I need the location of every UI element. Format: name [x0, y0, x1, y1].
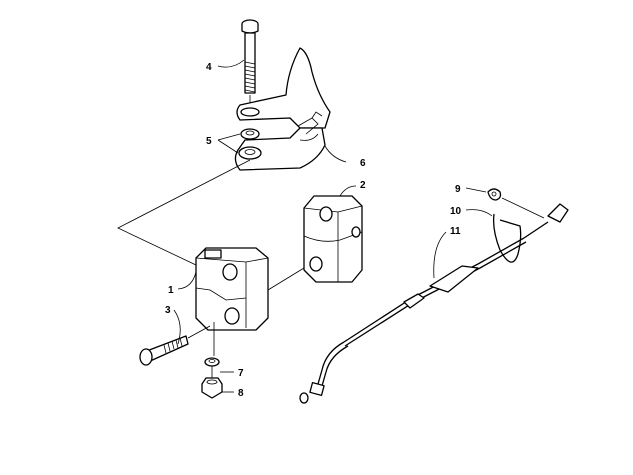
clamp-half-part-2	[303, 195, 363, 283]
leader-lines	[173, 59, 493, 393]
clip-part-9	[487, 188, 502, 201]
callout-11: 11	[450, 226, 461, 237]
washer-part-5-upper	[240, 128, 260, 140]
callout-4: 4	[206, 62, 212, 73]
lever-bracket-part-6	[234, 47, 331, 171]
callout-2: 2	[360, 180, 366, 191]
spring-clip-part-10	[492, 213, 522, 263]
washer-part-7	[204, 357, 220, 367]
callout-10: 10	[450, 206, 462, 217]
callout-3: 3	[165, 305, 171, 316]
callout-8: 8	[238, 388, 244, 399]
callout-1: 1	[168, 285, 174, 296]
bolt-part-4	[241, 19, 259, 94]
callout-5: 5	[206, 136, 212, 147]
cap-screw-part-3	[139, 335, 189, 366]
nut-part-8	[201, 377, 223, 399]
callout-9: 9	[455, 184, 461, 195]
callout-6: 6	[360, 158, 366, 169]
callout-7: 7	[238, 368, 244, 379]
clamp-block-part-1	[195, 247, 269, 331]
washer-part-5-lower	[238, 146, 262, 160]
